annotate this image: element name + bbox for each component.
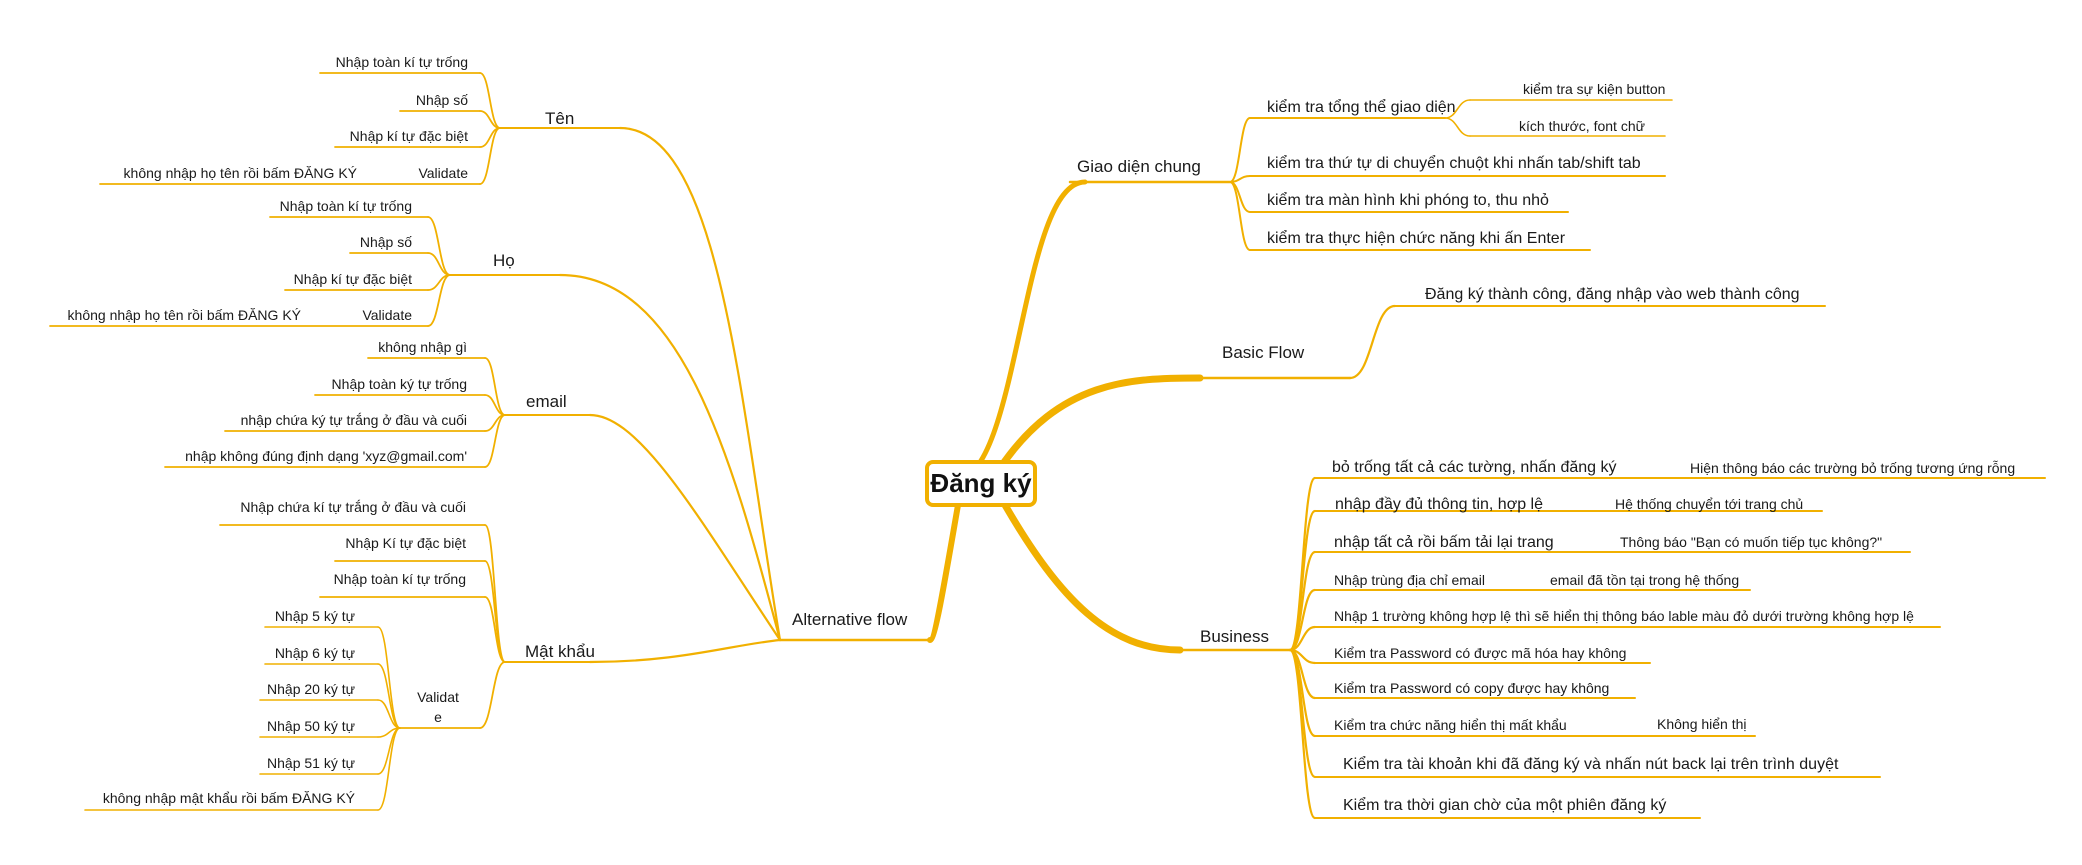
- connector-node-ten-trong: [479, 72, 501, 129]
- branch-label-email: email: [526, 392, 567, 411]
- node-gd-kich-thuoc: kích thước, font chữ: [1519, 118, 1645, 134]
- connector-mk-validate-5: [377, 727, 401, 811]
- node-ten-khong-nhap: không nhập họ tên rồi bấm ĐĂNG KÝ: [124, 165, 358, 181]
- connector-gd-5: [1229, 181, 1251, 251]
- node-ten-trong: Nhập toàn kí tự trống: [336, 54, 468, 70]
- node-mk-trong: Nhập toàn kí tự trống: [334, 571, 466, 587]
- connector-root-business: [1001, 501, 1184, 654]
- connector-gd-2: [1444, 117, 1471, 137]
- node-ten-dac-biet: Nhập kí tự đặc biệt: [350, 128, 468, 144]
- connector-root-basic: [996, 374, 1204, 472]
- connector-bz-14: [1288, 648, 1317, 820]
- node-email-trong: Nhập toàn ký tự trống: [332, 376, 467, 392]
- node-mk-validate-51: Nhập 51 ký tự: [267, 755, 355, 771]
- node-basic-thanh-cong: Đăng ký thành công, đăng nhập vào web th…: [1425, 286, 1800, 303]
- connector-alt-ten: [618, 126, 782, 642]
- connector-node-email-dinh-dang: [484, 414, 506, 468]
- node-gd-phong-to: kiểm tra màn hình khi phóng to, thu nhỏ: [1267, 191, 1549, 209]
- connector-root-giao-dien: [952, 179, 1088, 483]
- connector-node-ten-validate: [479, 127, 501, 185]
- node-bz-thoi-gian: Kiểm tra thời gian chờ của một phiên đăn…: [1343, 796, 1666, 814]
- node-gd-enter: kiểm tra thực hiện chức năng khi ấn Ente…: [1267, 229, 1566, 247]
- connector-root-alternative: [927, 502, 961, 643]
- branch-label-matkhau: Mật khẩu: [525, 642, 595, 661]
- node-ho-so: Nhập số: [360, 234, 412, 250]
- connector-bz-13: [1288, 648, 1317, 779]
- node-bz-khong-hop-le: Nhập 1 trường không hợp lệ thì sẽ hiển t…: [1334, 608, 1914, 624]
- connector-alt-email: [588, 413, 782, 642]
- connector-mk-validate-0: [377, 626, 401, 729]
- connector-node-ho-trong: [427, 216, 451, 276]
- node-bz-hien-thi: Kiểm tra chức năng hiển thị mất khẩu: [1334, 717, 1567, 733]
- node-mk-validate-20: Nhập 20 ký tự: [267, 681, 355, 697]
- node-ten-so: Nhập số: [416, 92, 468, 108]
- node-bz-khong-hien-thi: Không hiển thị: [1657, 716, 1747, 732]
- connector-node-email-khong-nhap: [484, 357, 506, 416]
- node-bz-ma-hoa: Kiểm tra Password có được mã hóa hay khô…: [1334, 645, 1626, 661]
- branch-label-giao-dien: Giao diện chung: [1077, 157, 1201, 176]
- connector-mk-validate: [479, 661, 506, 729]
- node-bz-trang-chu: Hệ thống chuyển tới trang chủ: [1615, 496, 1803, 512]
- node-email-trang: nhập chứa ký tự trắng ở đầu và cuối: [241, 412, 467, 428]
- connector-node-mk-dac-biet: [484, 560, 506, 663]
- branch-label-ho: Họ: [493, 251, 515, 270]
- node-mk-validate-6: Nhập 6 ký tự: [275, 645, 355, 661]
- root-node[interactable]: Đăng ký: [925, 460, 1037, 507]
- connector-gd-0: [1229, 117, 1251, 183]
- branch-label-basic: Basic Flow: [1222, 343, 1305, 362]
- node-bz-bo-trong: bỏ trống tất cả các tường, nhấn đăng ký: [1332, 459, 1617, 476]
- connector-basic-0: [1348, 304, 1397, 380]
- node-bz-tai-lai: nhập tất cả rồi bấm tải lại trang: [1334, 534, 1554, 551]
- branch-label-alternative: Alternative flow: [792, 610, 908, 629]
- branch-label-ten: Tên: [545, 109, 574, 128]
- connector-alt-matkhau: [588, 638, 782, 664]
- node-ten-validate: Validate: [418, 165, 468, 181]
- node-mk-trang: Nhập chứa kí tự trắng ở đầu và cuối: [240, 499, 466, 515]
- connector-bz-2: [1288, 509, 1317, 652]
- node-gd-tong-the: kiểm tra tổng thể giao diện: [1267, 98, 1456, 116]
- node-bz-back: Kiểm tra tài khoản khi đã đăng ký và nhấ…: [1343, 755, 1839, 773]
- node-ho-validate: Validate: [362, 307, 412, 323]
- node-mk-validate-5: Nhập 5 ký tự: [275, 608, 355, 624]
- node-bz-trung-email: Nhập trùng địa chỉ email: [1334, 572, 1485, 588]
- connector-node-mk-trang: [484, 524, 506, 663]
- node-mk-validate-50: Nhập 50 ký tự: [267, 718, 355, 734]
- node-bz-hien-thong-bao: Hiện thông báo các trường bỏ trống tương…: [1690, 460, 2015, 476]
- node-email-dinh-dang: nhập không đúng định dạng 'xyz@gmail.com…: [185, 448, 467, 464]
- node-mk-validate-line2: e: [434, 709, 442, 725]
- node-bz-day-du: nhập đầy đủ thông tin, hợp lệ: [1335, 496, 1543, 513]
- node-ho-khong-nhap: không nhập họ tên rồi bấm ĐĂNG KÝ: [68, 307, 302, 323]
- connector-alt-ho: [558, 273, 782, 642]
- node-bz-email-ton-tai: email đã tồn tại trong hệ thống: [1550, 572, 1739, 588]
- node-gd-su-kien-button: kiểm tra sự kiện button: [1523, 81, 1665, 97]
- node-ho-dac-biet: Nhập kí tự đặc biệt: [294, 271, 412, 287]
- connector-mk-validate-1: [377, 663, 401, 729]
- node-bz-thong-bao-tiep-tuc: Thông báo "Bạn có muốn tiếp tục không?": [1620, 534, 1882, 550]
- branch-label-business: Business: [1200, 627, 1269, 646]
- connector-node-ho-validate: [427, 274, 451, 327]
- node-mk-validate-line1: Validat: [417, 689, 459, 705]
- node-ho-trong: Nhập toàn kí tự trống: [280, 198, 412, 214]
- node-bz-copy: Kiểm tra Password có copy được hay không: [1334, 680, 1609, 696]
- node-gd-tab: kiểm tra thứ tự di chuyển chuột khi nhấn…: [1267, 154, 1641, 172]
- node-email-khong-nhap: không nhập gì: [378, 339, 467, 355]
- connector-mk-validate-2: [377, 699, 401, 729]
- connector-node-mk-trong: [484, 596, 506, 663]
- connector-gd-1: [1444, 99, 1471, 119]
- node-mk-validate-khong-nhap: không nhập mật khẩu rồi bấm ĐĂNG KÝ: [103, 790, 356, 806]
- node-mk-dac-biet: Nhập Kí tự đặc biệt: [345, 535, 466, 551]
- root-label: Đăng ký: [930, 468, 1032, 498]
